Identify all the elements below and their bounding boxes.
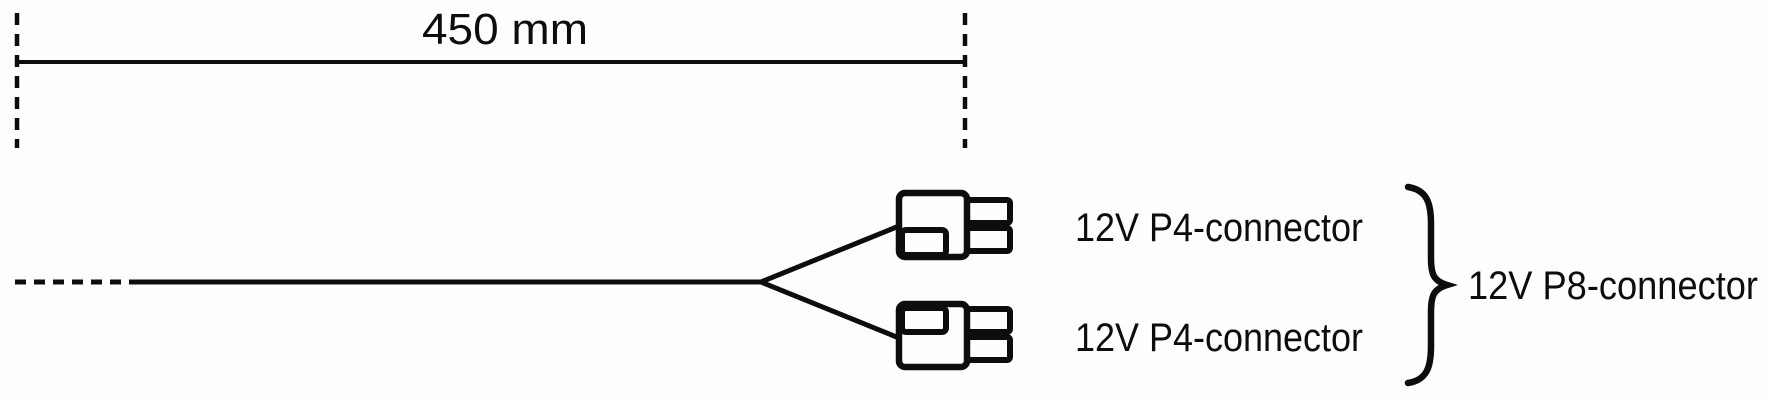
cable-branch-upper [760,223,900,285]
p4-lower-body [895,300,971,371]
p4-lower-latch [899,305,949,335]
cable [15,223,900,341]
p4-connector-lower-label: 12V P4-connector [1075,316,1363,360]
grouping-brace [1404,183,1459,387]
dimension-annotation: 450 mm [14,5,968,148]
p4-upper-body [895,189,971,261]
p4-connector-upper-label: 12V P4-connector [1075,206,1363,250]
p8-connector-label: 12V P8-connector [1468,264,1758,308]
cable-branch-lower [760,279,900,341]
p4-connector-upper [895,189,1013,261]
p4-connector-lower [895,300,1013,371]
p4-upper-latch [899,227,949,258]
dimension-label: 450 mm [422,5,588,54]
